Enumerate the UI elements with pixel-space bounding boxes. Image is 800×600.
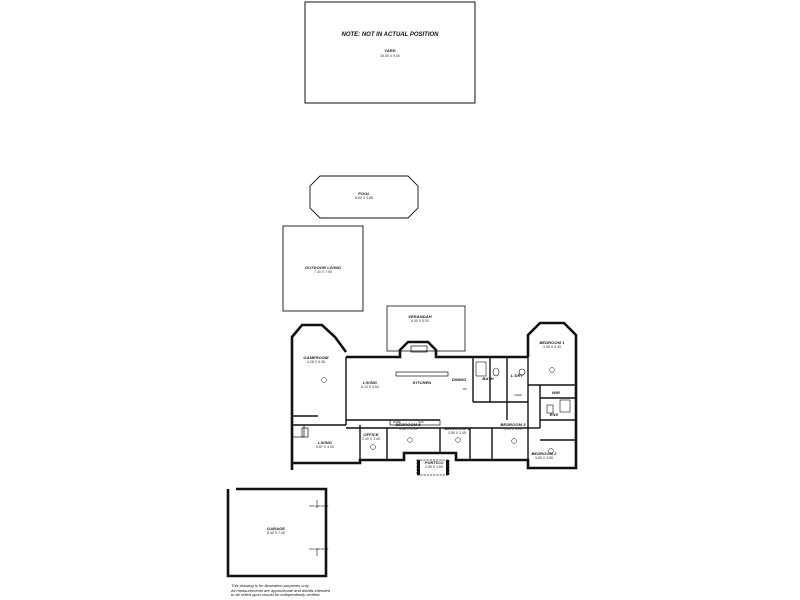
disclaimer-line-2: All measurements are approximate and det… [231,587,330,593]
roller-door-label-lower: ROLLER DOOR [309,548,329,551]
bedroom1-label: BEDROOM 1 [539,340,565,345]
gameroom-size: 4.28 X 6.38 [307,360,325,364]
house-walls [290,321,578,470]
bedroom5-label: BEDROOM 5 [395,422,421,427]
living-lower-label: LIVING [318,440,332,445]
bedroom5-size: 3.30 X 3.45 [399,427,417,431]
bedroom2-size: 3.65 X 3.55 [535,456,553,460]
bathroom-fixtures [475,361,571,414]
verandah-size: 6.00 X 5.00 [411,319,429,323]
garage-walls [226,487,328,578]
kitchen-fittings [291,345,449,438]
verandah-label: VERANDAH [408,314,432,319]
wir-label: WIR [551,390,561,395]
verandah-outline [386,305,466,352]
office-label: OFFICE [363,432,379,437]
garage-label: GARAGE [266,526,286,531]
living-lower-size: 5.87 X 4.00 [316,445,334,449]
bedroom1-size: 3.95 X 3.45 [543,345,561,349]
portico-label: PORTICO [424,460,444,465]
dining-label: DINING [451,377,467,382]
wc-label: WC [462,388,468,391]
outdoor-living-outline [282,225,364,312]
outdoor-living-size: 7.40 X 7.90 [314,270,332,274]
disclaimer: This drawing is for illustration purpose… [231,583,330,598]
portico-size: 2.85 X 1.60 [425,465,443,469]
pool-label: POOL [358,191,370,196]
pan-label: PAN [418,421,424,424]
yard-size: 15.00 X 9.00 [380,54,400,58]
living-main-label: LIVING [363,380,377,385]
office-size: 2.40 X 3.45 [362,437,380,441]
disclaimer-line-3: to be relied upon should be independentl… [231,592,321,598]
robe-label: ROBE [393,421,401,424]
living-main-size: 6.14 X 3.64 [361,385,379,389]
bedroom4-size: 3.55 X 3.45 [448,431,466,435]
ens-label: ENS [549,412,559,417]
kitchen-label: KITCHEN [412,380,432,385]
note-title: NOTE: NOT IN ACTUAL POSITION [341,32,439,38]
disclaimer-line-1: This drawing is for illustration purpose… [231,583,310,588]
ldry-label: L'DRY [510,373,524,378]
pool-size: 8.80 X 3.88 [355,196,373,200]
bedroom3-size: 3.55 X 3.00 [504,427,522,431]
linen-label: LINEN [514,394,522,397]
pool-outline [309,175,419,219]
bedroom3-label: BEDROOM 3 [500,422,526,427]
garage-size: 8.40 X 7.45 [267,531,285,535]
bedroom4-label: BEDROOM 4 [444,426,470,431]
bedroom2-label: BEDROOM 2 [531,451,557,456]
ceiling-fan-icons [321,367,555,454]
bath-label: BATH [482,376,494,381]
roller-door-label-upper: ROLLER DOOR [309,505,329,508]
outdoor-living-label: OUTDOOR LIVING [304,265,342,270]
gameroom-label: GAMEROOM [303,355,329,360]
yard-label: YARD [384,48,396,53]
interior-walls [292,357,576,463]
